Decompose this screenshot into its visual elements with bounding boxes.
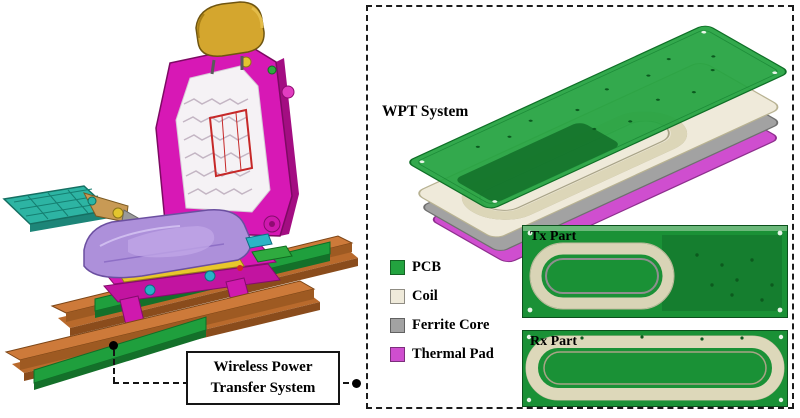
callout-line-1: Wireless Power (213, 359, 313, 375)
coil-swatch (390, 288, 405, 304)
wpt-exploded-view (409, 25, 787, 263)
rx-board-label: Rx Part (530, 334, 578, 349)
wpt-detail-panel: WPT System PCB Coil Ferrite Core Thermal… (366, 5, 794, 409)
wpt-system-title: WPT System (382, 103, 469, 120)
tx-board-image: Tx Part (522, 225, 788, 318)
callout-line-2: Transfer System (210, 380, 316, 396)
rx-board-graphic (522, 330, 788, 407)
ferrite-swatch (390, 317, 405, 333)
headrest (195, 1, 265, 75)
legend-item-ferrite: Ferrite Core (390, 317, 494, 333)
thermal-pad-swatch (390, 346, 405, 362)
legend-label: Ferrite Core (412, 316, 490, 333)
callout-anchor-dot (109, 341, 118, 350)
callout-line-vertical (113, 350, 115, 383)
rx-board-image: Rx Part (522, 330, 788, 407)
layer-legend: PCB Coil Ferrite Core Thermal Pad (390, 259, 494, 375)
seat-springs (182, 98, 253, 195)
legend-item-thermal-pad: Thermal Pad (390, 346, 494, 362)
footrest (2, 185, 153, 237)
tx-board-graphic (522, 225, 788, 318)
legend-item-pcb: PCB (390, 259, 494, 275)
tx-board-label: Tx Part (530, 229, 577, 244)
panel-anchor-dot (352, 379, 361, 388)
seat-cushion (83, 209, 273, 279)
front-wpt-strip (33, 316, 207, 390)
legend-label: Thermal Pad (412, 345, 494, 362)
backrest-frame (155, 45, 299, 237)
pcb-swatch (390, 259, 405, 275)
legend-label: PCB (412, 258, 441, 275)
legend-label: Coil (412, 287, 438, 304)
legend-item-coil: Coil (390, 288, 494, 304)
callout-label-box: Wireless Power Transfer System (186, 351, 340, 405)
pcb-layer (409, 25, 787, 209)
seat-assembly-illustration (2, 1, 358, 390)
